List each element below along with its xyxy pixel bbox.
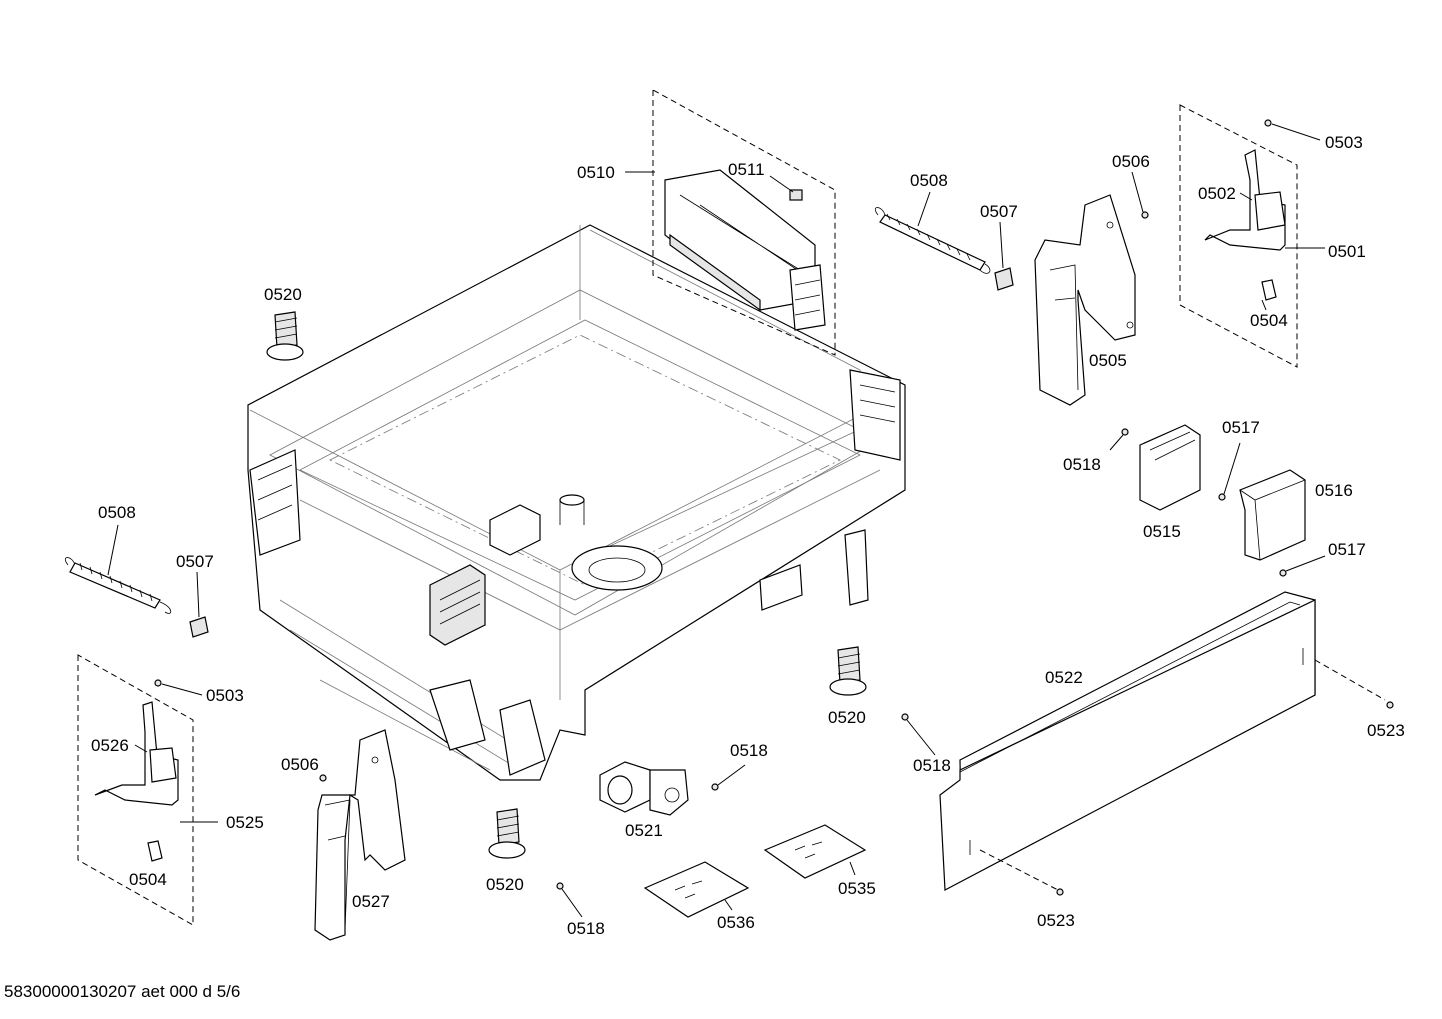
spring-holder-upper bbox=[994, 221, 1014, 291]
valve-bracket bbox=[1109, 424, 1201, 511]
screw-bag-0535 bbox=[763, 824, 867, 879]
label-0527: 0527 bbox=[352, 892, 390, 911]
label-0508: 0508 bbox=[98, 503, 136, 522]
label-0522: 0522 bbox=[1045, 668, 1083, 687]
label-0502: 0502 bbox=[1198, 184, 1236, 203]
label-0501: 0501 bbox=[1328, 242, 1366, 261]
label-0517: 0517 bbox=[1222, 418, 1260, 437]
label-0520: 0520 bbox=[486, 875, 524, 894]
hinge-group-upper bbox=[1179, 104, 1325, 368]
label-0520: 0520 bbox=[264, 285, 302, 304]
foot-center bbox=[829, 646, 867, 696]
label-0518: 0518 bbox=[913, 756, 951, 775]
spring-lower bbox=[64, 524, 172, 614]
part-labels: 0510 0511 0508 0507 0506 0503 0502 0501 … bbox=[91, 133, 1405, 938]
foot-lower bbox=[488, 808, 526, 859]
label-0510: 0510 bbox=[577, 163, 615, 182]
label-0504: 0504 bbox=[129, 870, 167, 889]
label-0536: 0536 bbox=[717, 913, 755, 932]
label-0518: 0518 bbox=[730, 741, 768, 760]
label-0511: 0511 bbox=[728, 160, 765, 179]
label-0504: 0504 bbox=[1250, 311, 1288, 330]
label-0503: 0503 bbox=[206, 686, 244, 705]
label-0526: 0526 bbox=[91, 736, 129, 755]
label-0507: 0507 bbox=[980, 202, 1018, 221]
base-tub bbox=[247, 224, 906, 781]
front-panel bbox=[939, 591, 1316, 891]
water-valve bbox=[599, 761, 746, 816]
label-0521: 0521 bbox=[625, 821, 663, 840]
label-0506: 0506 bbox=[281, 755, 319, 774]
bracket-upper bbox=[1034, 171, 1149, 406]
control-module-group bbox=[625, 89, 836, 356]
spring-upper bbox=[874, 191, 991, 274]
screws-0517 bbox=[1218, 442, 1326, 577]
label-0505: 0505 bbox=[1089, 351, 1127, 370]
label-0520: 0520 bbox=[828, 708, 866, 727]
label-0507: 0507 bbox=[176, 552, 214, 571]
label-0523: 0523 bbox=[1037, 911, 1075, 930]
bracket-lower bbox=[314, 729, 406, 941]
spring-holder-lower bbox=[189, 571, 209, 638]
label-0516: 0516 bbox=[1315, 481, 1353, 500]
screws-0518 bbox=[556, 713, 936, 918]
label-0503: 0503 bbox=[1325, 133, 1363, 152]
label-0508: 0508 bbox=[910, 171, 948, 190]
label-0525: 0525 bbox=[226, 813, 264, 832]
screws-0523 bbox=[979, 659, 1394, 896]
valve-cover bbox=[1239, 469, 1306, 561]
label-0515: 0515 bbox=[1143, 522, 1181, 541]
label-0506: 0506 bbox=[1112, 152, 1150, 171]
label-0535: 0535 bbox=[838, 879, 876, 898]
label-0518: 0518 bbox=[1063, 455, 1101, 474]
label-0523: 0523 bbox=[1367, 721, 1405, 740]
screw-bag-0536 bbox=[643, 861, 750, 918]
drawing-reference: 58300000130207 aet 000 d 5/6 bbox=[4, 982, 240, 1001]
label-0517: 0517 bbox=[1328, 540, 1366, 559]
hinge-group-lower bbox=[77, 654, 218, 926]
label-0518: 0518 bbox=[567, 919, 605, 938]
foot-upper-left bbox=[266, 311, 304, 361]
